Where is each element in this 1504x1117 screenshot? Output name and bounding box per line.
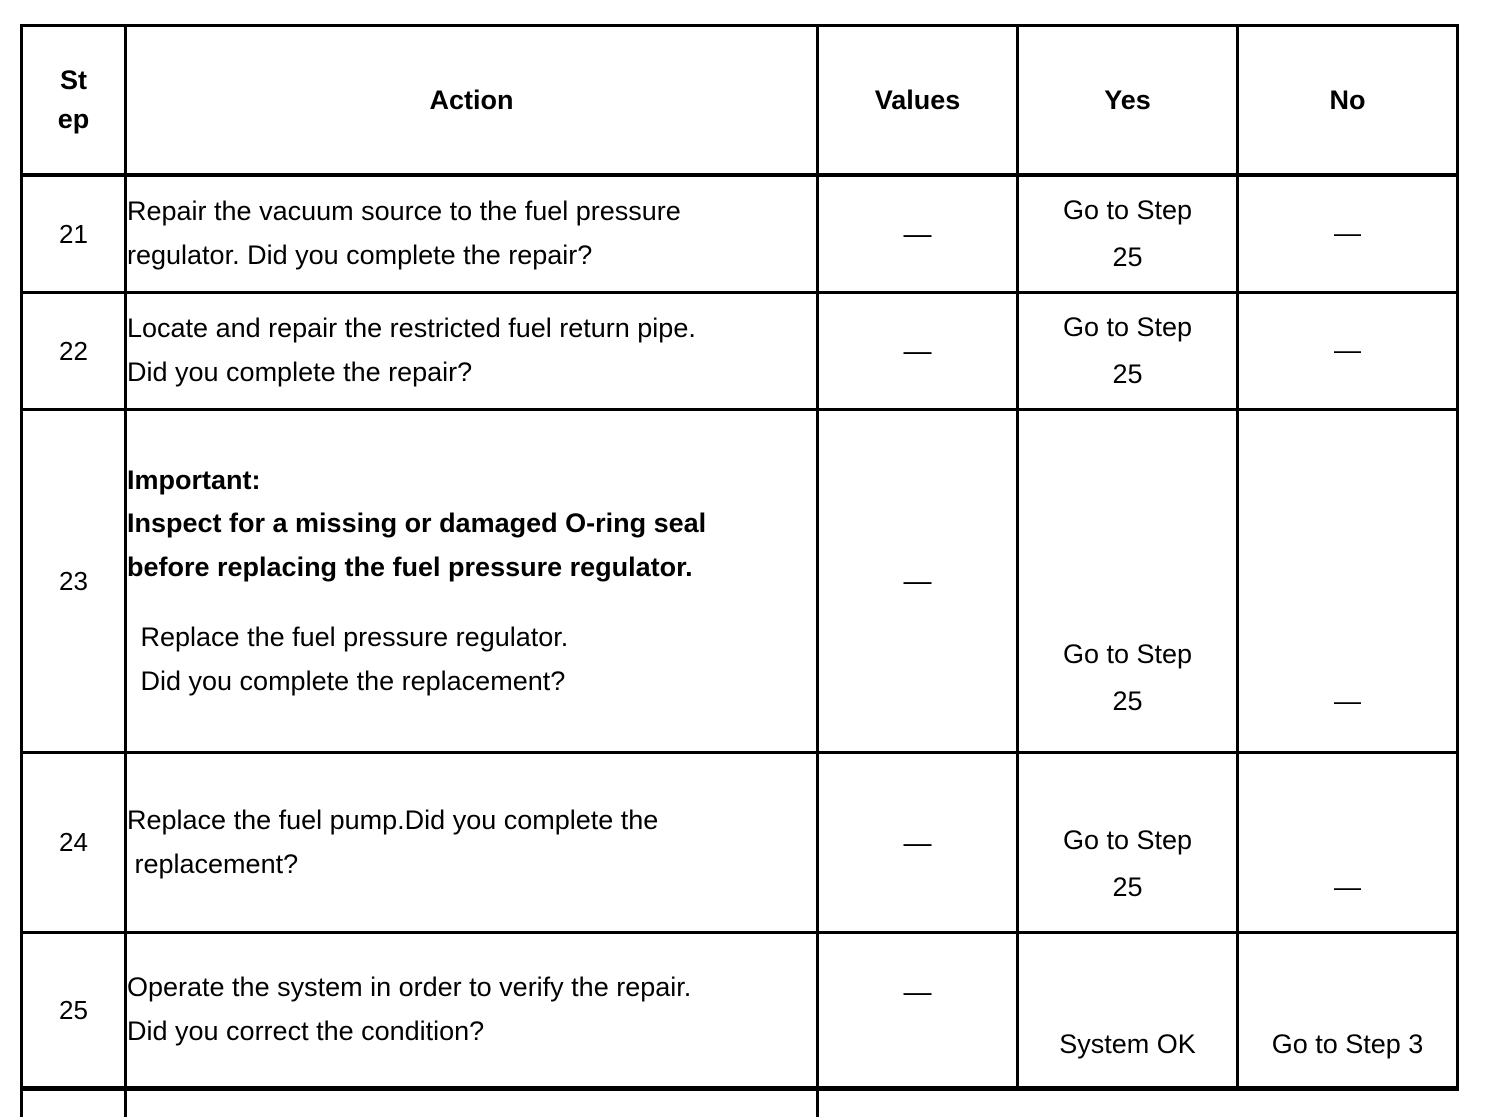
paragraph-spacer bbox=[127, 590, 816, 616]
table-row: 24 Replace the fuel pump.Did you complet… bbox=[22, 753, 1458, 933]
yes-line1: Go to Step bbox=[1019, 631, 1236, 678]
values-cell: — bbox=[818, 753, 1018, 933]
important-line: before replacing the fuel pressure regul… bbox=[127, 546, 816, 590]
values-cell: — bbox=[818, 933, 1018, 1089]
partial-no-cell bbox=[1238, 1089, 1458, 1117]
action-cell: Important: Inspect for a missing or dama… bbox=[126, 410, 818, 753]
column-header-step: St ep bbox=[22, 26, 126, 176]
column-header-yes: Yes bbox=[1018, 26, 1238, 176]
action-cell: Operate the system in order to verify th… bbox=[126, 933, 818, 1089]
action-cell: Locate and repair the restricted fuel re… bbox=[126, 293, 818, 410]
yes-line1: System OK bbox=[1019, 1021, 1236, 1068]
action-line: Did you complete the repair? bbox=[127, 351, 816, 395]
table-row: 21 Repair the vacuum source to the fuel … bbox=[22, 175, 1458, 293]
action-cell: Replace the fuel pump.Did you complete t… bbox=[126, 753, 818, 933]
action-line: Replace the fuel pressure regulator. bbox=[127, 616, 816, 660]
yes-cell: Go to Step 25 bbox=[1018, 753, 1238, 933]
partial-action-cell bbox=[126, 1089, 818, 1117]
partial-step-cell bbox=[22, 1089, 126, 1117]
action-line: regulator. Did you complete the repair? bbox=[127, 234, 816, 278]
yes-line1: Go to Step bbox=[1019, 304, 1236, 351]
yes-line1: Go to Step bbox=[1019, 817, 1236, 864]
no-cell: — bbox=[1238, 753, 1458, 933]
step-number: 23 bbox=[22, 410, 126, 753]
important-line: Inspect for a missing or damaged O-ring … bbox=[127, 502, 816, 546]
step-number: 22 bbox=[22, 293, 126, 410]
yes-cell: Go to Step 25 bbox=[1018, 293, 1238, 410]
no-cell: Go to Step 3 bbox=[1238, 933, 1458, 1089]
partial-yes-cell bbox=[1018, 1089, 1238, 1117]
action-cell: Repair the vacuum source to the fuel pre… bbox=[126, 175, 818, 293]
action-line: Did you correct the condition? bbox=[127, 1010, 816, 1054]
header-row: St ep Action Values Yes No bbox=[22, 26, 1458, 176]
yes-cell: System OK bbox=[1018, 933, 1238, 1089]
action-line: Did you complete the replacement? bbox=[127, 660, 816, 704]
no-cell: — bbox=[1238, 175, 1458, 293]
table-row: 23 Important: Inspect for a missing or d… bbox=[22, 410, 1458, 753]
table-row: 25 Operate the system in order to verify… bbox=[22, 933, 1458, 1089]
no-cell: — bbox=[1238, 410, 1458, 753]
values-cell: — bbox=[818, 175, 1018, 293]
diagnostic-table-page: St ep Action Values Yes No 21 Repair the… bbox=[0, 0, 1504, 1036]
column-header-no: No bbox=[1238, 26, 1458, 176]
action-line: Replace the fuel pump.Did you complete t… bbox=[127, 799, 816, 843]
action-line: Operate the system in order to verify th… bbox=[127, 966, 816, 1010]
values-cell: — bbox=[818, 410, 1018, 753]
table-row: 22 Locate and repair the restricted fuel… bbox=[22, 293, 1458, 410]
column-header-step-line1: St bbox=[23, 61, 124, 100]
yes-line2: 25 bbox=[1019, 234, 1236, 281]
action-line: Repair the vacuum source to the fuel pre… bbox=[127, 190, 816, 234]
step-number: 25 bbox=[22, 933, 126, 1089]
table-row-partial bbox=[22, 1089, 1458, 1117]
yes-line1: Go to Step bbox=[1019, 187, 1236, 234]
table-body: 21 Repair the vacuum source to the fuel … bbox=[22, 175, 1458, 1117]
column-header-values: Values bbox=[818, 26, 1018, 176]
action-line: replacement? bbox=[127, 843, 816, 887]
column-header-action: Action bbox=[126, 26, 818, 176]
yes-cell: Go to Step 25 bbox=[1018, 175, 1238, 293]
yes-line2: 25 bbox=[1019, 678, 1236, 725]
step-number: 24 bbox=[22, 753, 126, 933]
step-number: 21 bbox=[22, 175, 126, 293]
yes-line2: 25 bbox=[1019, 864, 1236, 911]
important-label: Important: bbox=[127, 459, 816, 503]
action-line: Locate and repair the restricted fuel re… bbox=[127, 307, 816, 351]
no-cell: — bbox=[1238, 293, 1458, 410]
values-cell: — bbox=[818, 293, 1018, 410]
diagnostic-procedure-table: St ep Action Values Yes No 21 Repair the… bbox=[20, 24, 1459, 1117]
yes-cell: Go to Step 25 bbox=[1018, 410, 1238, 753]
table-header: St ep Action Values Yes No bbox=[22, 26, 1458, 176]
yes-line2: 25 bbox=[1019, 351, 1236, 398]
partial-values-cell bbox=[818, 1089, 1018, 1117]
column-header-step-line2: ep bbox=[23, 100, 124, 139]
